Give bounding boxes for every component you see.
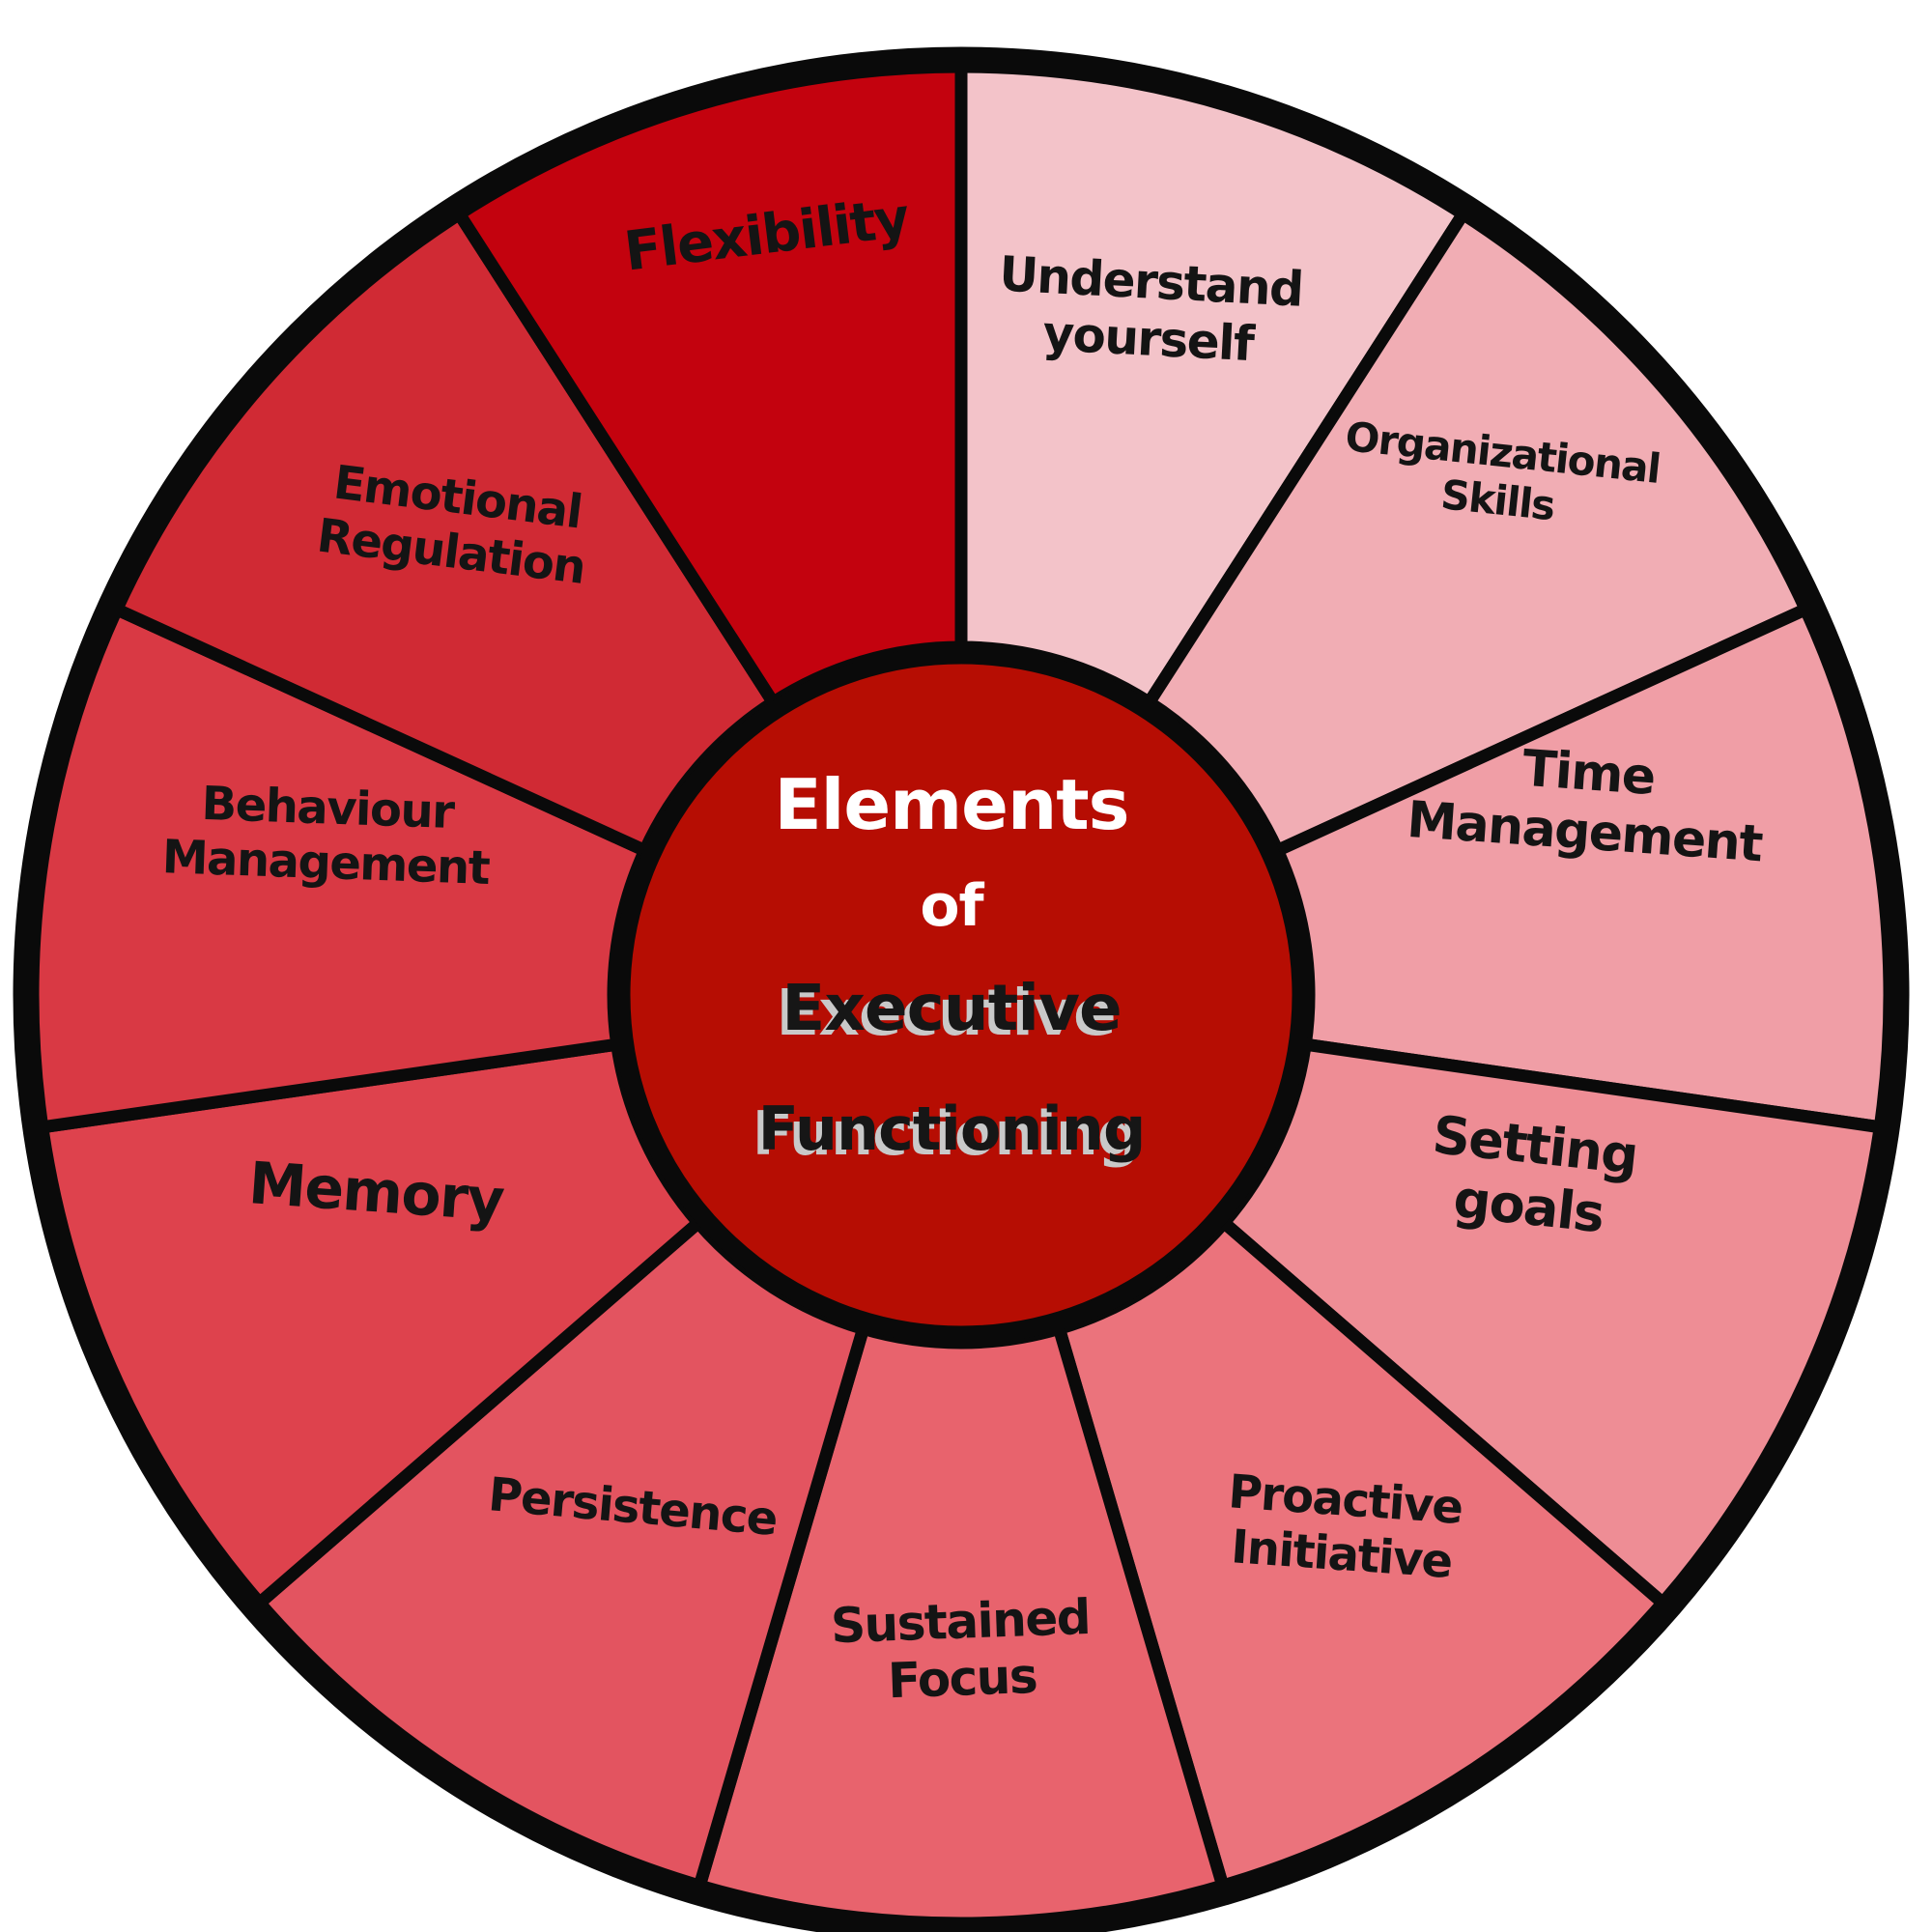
hub-title-line: Elements: [774, 764, 1128, 845]
hub-title-line: Executive: [781, 971, 1122, 1045]
segment-label-text: BehaviourManagement: [161, 776, 493, 895]
hub-title-line-shadow: Executive: [776, 976, 1116, 1050]
segment-label-line: Sustained: [830, 1589, 1091, 1654]
segment-label-line: Focus: [887, 1648, 1037, 1709]
segment-label-line: Skills: [1438, 470, 1556, 529]
wheel-outer-ring: [13, 46, 1910, 1932]
segment-label-line: Management: [161, 830, 491, 895]
segment-label-text: ProactiveInitiative: [1223, 1464, 1464, 1589]
segment-label-line: yourself: [1041, 305, 1257, 372]
hub-title-line-shadow: Functioning: [753, 1098, 1140, 1169]
hub-title-line: of: [920, 872, 984, 940]
segment-label-proactive-initiative: ProactiveInitiative: [1223, 1464, 1464, 1589]
segment-label-line: Behaviour: [201, 777, 456, 839]
segment-label-behaviour-management: BehaviourManagement: [161, 776, 493, 895]
segment-label-line: Time: [1520, 740, 1657, 807]
hub-circle: [611, 645, 1311, 1345]
segment-label-sustained-focus: SustainedFocus: [830, 1589, 1093, 1711]
segment-label-text: SustainedFocus: [830, 1589, 1093, 1711]
hub-title-line: Functioning: [758, 1094, 1146, 1164]
